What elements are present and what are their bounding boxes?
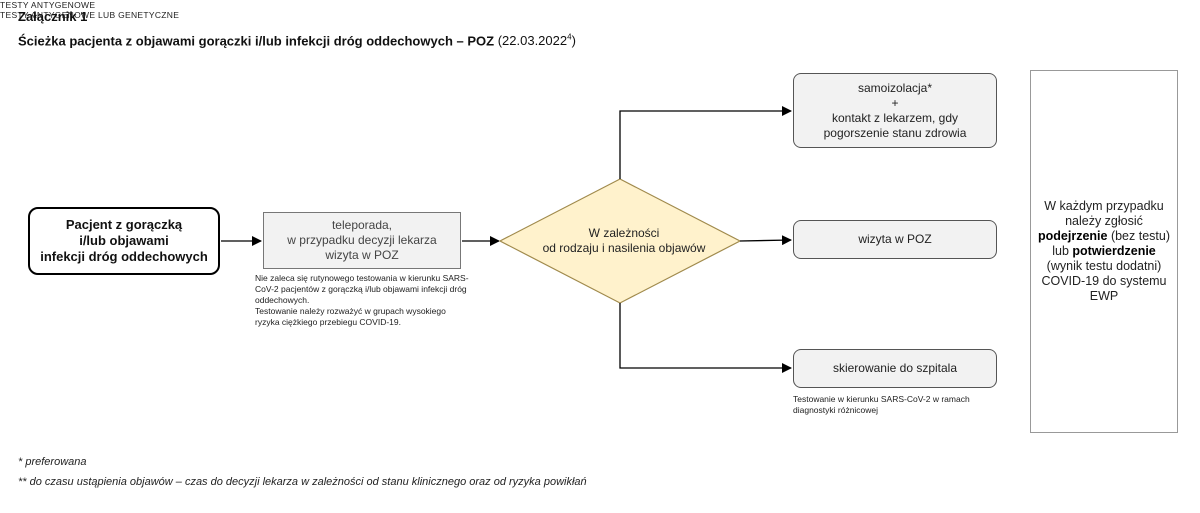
title-main: Ścieżka pacjenta z objawami gorączki i/l… xyxy=(18,33,495,49)
isolation-line-3: kontakt z lekarzem, gdy xyxy=(831,110,959,125)
hospital-label: skierowanie do szpitala xyxy=(832,361,958,375)
patient-line-1: Pacjent z gorączką xyxy=(65,217,183,232)
page-title: Ścieżka pacjenta z objawami gorączki i/l… xyxy=(18,33,576,48)
patient-line-3: infekcji dróg oddechowych xyxy=(40,249,208,264)
annex-label: Załącznik 1 xyxy=(18,9,88,24)
decision-label: W zależności od rodzaju i nasilenia obja… xyxy=(515,226,733,256)
teleconsult-line-3: wizyta w POZ xyxy=(325,248,399,262)
reporting-info-box: W każdym przypadku należy zgłosić podejr… xyxy=(1030,70,1178,433)
patient-line-2: i/lub objawami xyxy=(79,233,169,248)
isolation-line-1: samoizolacja* xyxy=(857,80,933,95)
visit-label: wizyta w POZ xyxy=(858,232,932,246)
arrow-decision-to-isolation xyxy=(619,106,792,179)
teleconsult-note: Nie zaleca się rutynowego testowania w k… xyxy=(255,273,469,327)
footnote-preferred: * preferowana xyxy=(18,456,87,468)
title-footnote-ref: 4 xyxy=(567,33,572,42)
teleconsult-line-1: teleporada, xyxy=(331,218,393,232)
arrow-decision-to-hospital xyxy=(619,303,792,373)
decision-line-2: od rodzaju i nasilenia objawów xyxy=(542,241,706,255)
teleconsult-node: teleporada, w przypadku decyzji lekarza … xyxy=(263,212,461,269)
teleconsult-tests-label: TESTY ANTYGENOWE xyxy=(0,0,96,10)
footnote-duration: ** do czasu ustąpienia objawów – czas do… xyxy=(18,476,587,488)
isolation-line-2: + xyxy=(891,95,899,110)
title-date: (22.03.20224) xyxy=(497,33,576,49)
arrow-decision-to-visit xyxy=(739,235,792,246)
teleconsult-line-2: w przypadku decyzji lekarza xyxy=(287,233,437,247)
decision-line-1: W zależności xyxy=(588,226,660,240)
hospital-tests-label: TESTY ANTYGENOWE LUB GENETYCZNE xyxy=(0,10,180,20)
hospital-note: Testowanie w kierunku SARS-CoV-2 w ramac… xyxy=(793,394,970,415)
hospital-node: skierowanie do szpitala xyxy=(793,349,997,388)
isolation-line-4: pogorszenie stanu zdrowia xyxy=(823,125,967,140)
patient-node: Pacjent z gorączką i/lub objawami infekc… xyxy=(28,207,220,275)
isolation-node: samoizolacja* + kontakt z lekarzem, gdy … xyxy=(793,73,997,148)
visit-node: wizyta w POZ xyxy=(793,220,997,259)
